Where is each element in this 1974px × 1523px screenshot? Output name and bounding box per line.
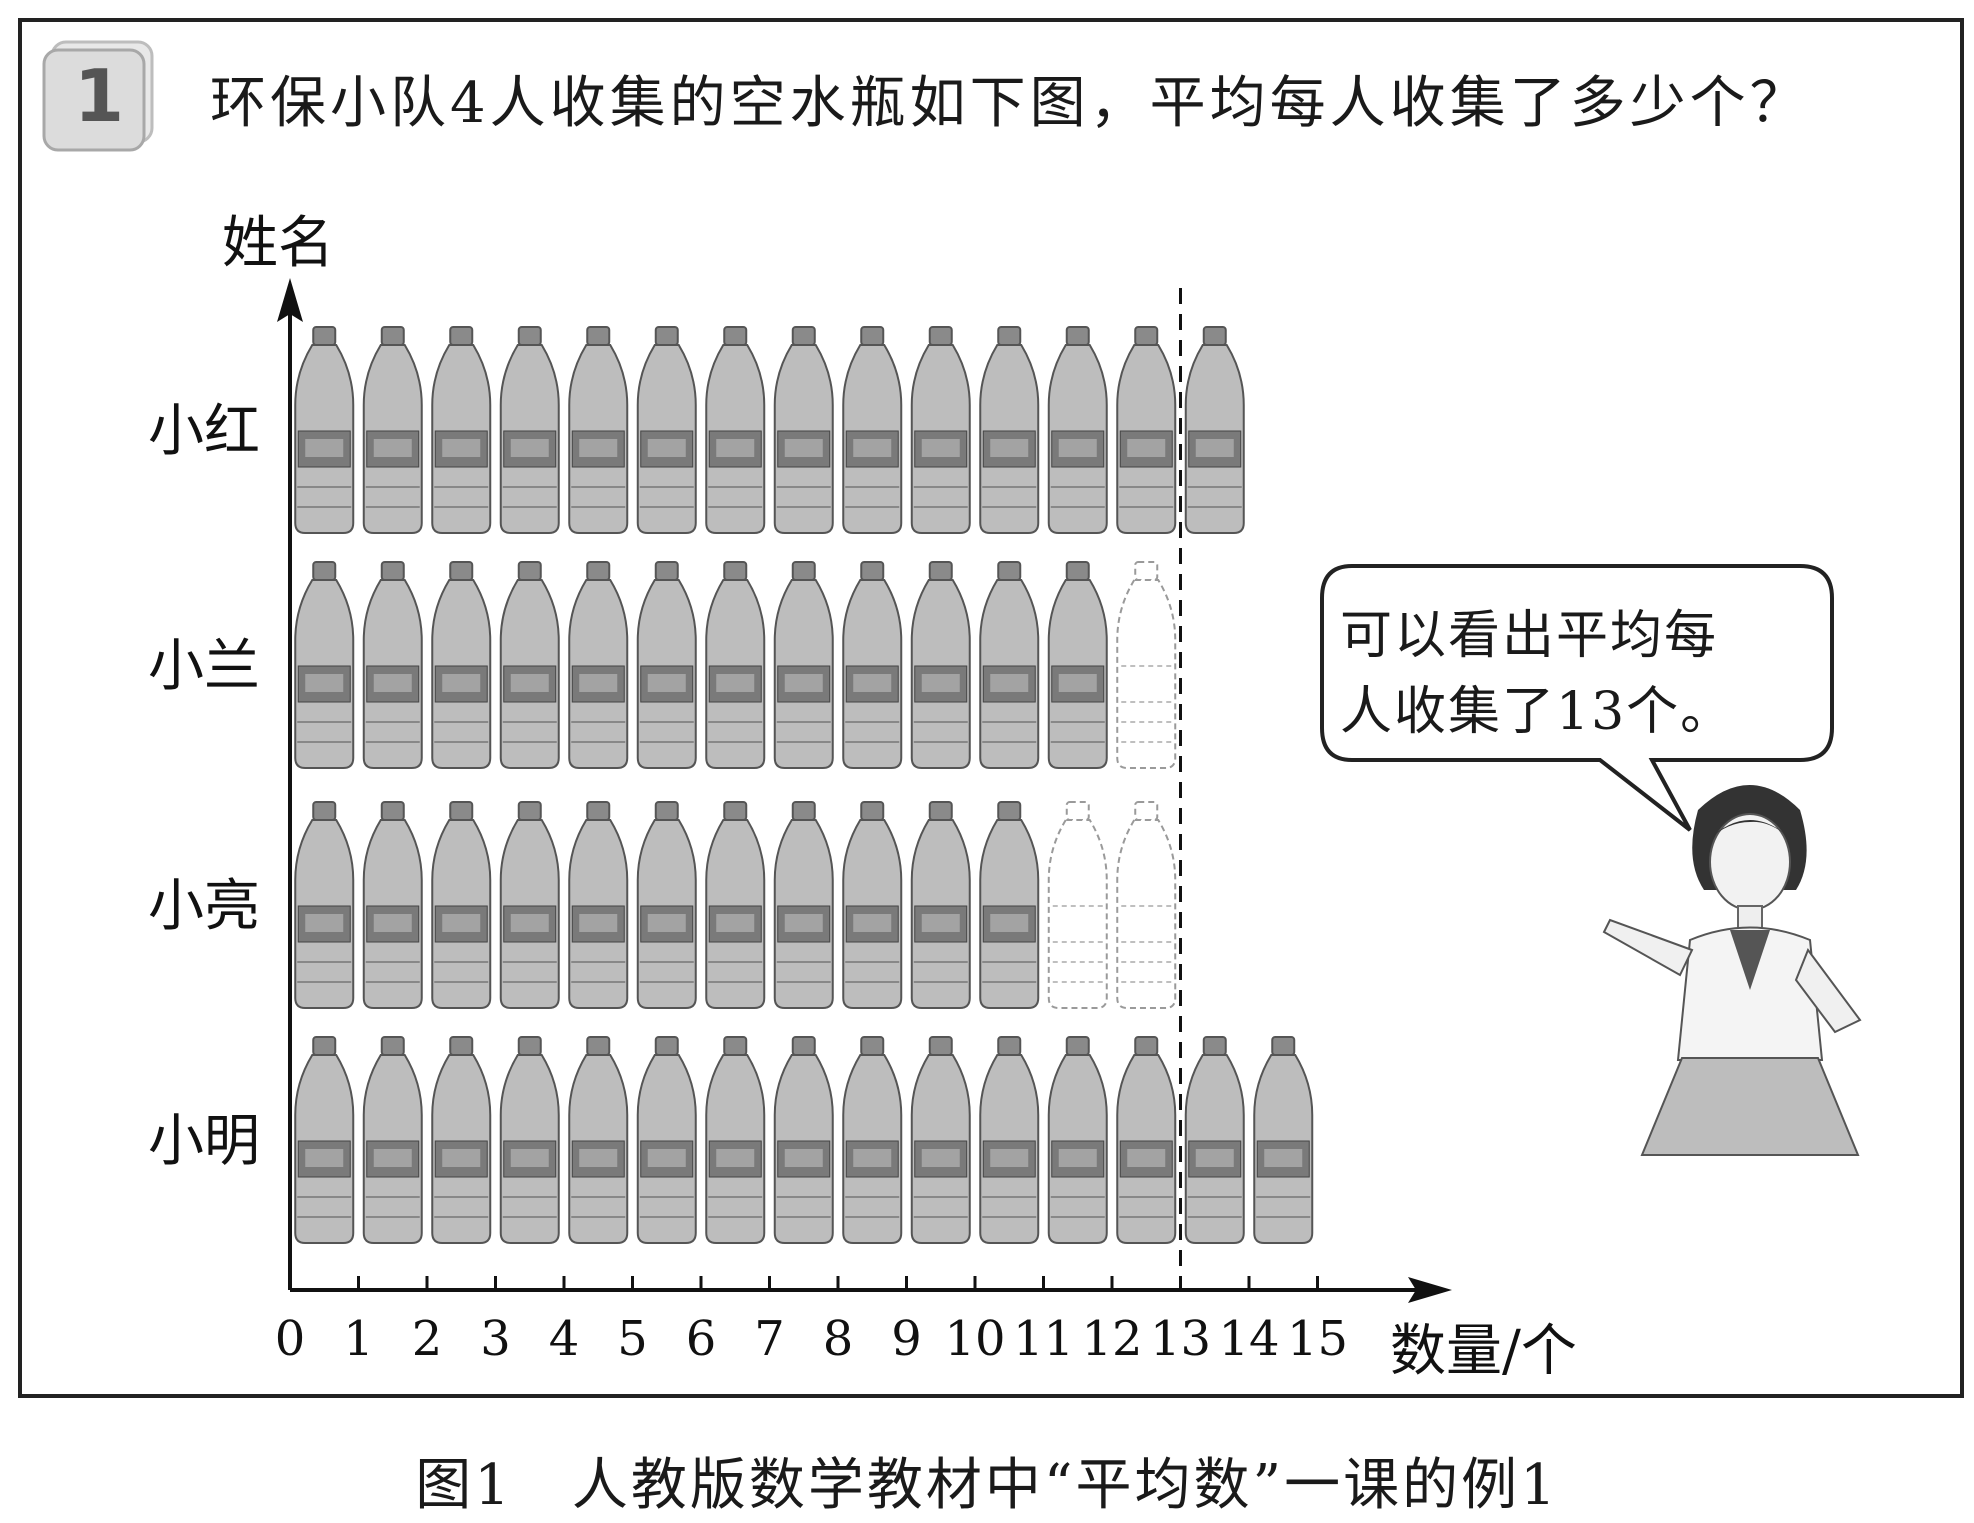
- category-label: 小明: [148, 1109, 260, 1174]
- bottle-4-6: [636, 1036, 697, 1244]
- category-label: 小亮: [148, 874, 260, 939]
- x-tick-label: 13: [1150, 1311, 1211, 1367]
- speech-bubble-text: 可以看出平均每 人收集了13个。: [1340, 598, 1800, 750]
- bottle-4-13: [1116, 1036, 1177, 1244]
- bar-row-1: [294, 326, 1245, 534]
- y-axis-arrow: [277, 278, 303, 322]
- ghost-bottle-3-13: [1116, 801, 1177, 1009]
- speech-line-2: 人收集了13个。: [1340, 682, 1735, 742]
- ghost-bottle-2-13: [1116, 561, 1177, 769]
- bottle-3-10: [910, 801, 971, 1009]
- bottle-4-7: [705, 1036, 766, 1244]
- bar-row-2: [294, 561, 1177, 769]
- x-tick-label: 8: [823, 1311, 854, 1367]
- x-axis-label: 数量/个: [1390, 1319, 1577, 1384]
- bottle-4-12: [1047, 1036, 1108, 1244]
- x-axis-arrow: [1408, 1277, 1452, 1303]
- bottle-4-14: [1184, 1036, 1245, 1244]
- x-tick-label: 9: [891, 1311, 922, 1367]
- bottle-1-5: [568, 326, 629, 534]
- bottle-2-1: [294, 561, 355, 769]
- bottle-1-11: [979, 326, 1040, 534]
- bottle-2-5: [568, 561, 629, 769]
- bottle-2-12: [1047, 561, 1108, 769]
- bottle-1-12: [1047, 326, 1108, 534]
- bottle-3-4: [499, 801, 560, 1009]
- bottle-3-5: [568, 801, 629, 1009]
- bottle-1-2: [362, 326, 423, 534]
- x-tick-label: 10: [944, 1311, 1005, 1367]
- bottle-1-6: [636, 326, 697, 534]
- bottle-4-10: [910, 1036, 971, 1244]
- bottle-4-9: [842, 1036, 903, 1244]
- bottle-4-11: [979, 1036, 1040, 1244]
- bottle-3-1: [294, 801, 355, 1009]
- bottle-4-1: [294, 1036, 355, 1244]
- bottle-3-3: [431, 801, 492, 1009]
- category-label: 小兰: [148, 634, 260, 699]
- example-number-badge: [42, 40, 154, 152]
- bottle-4-4: [499, 1036, 560, 1244]
- x-tick-label: 5: [617, 1311, 648, 1367]
- bottle-3-11: [979, 801, 1040, 1009]
- y-axis-label: 姓名: [222, 211, 334, 276]
- bottle-1-4: [499, 326, 560, 534]
- bottle-4-5: [568, 1036, 629, 1244]
- bottle-2-6: [636, 561, 697, 769]
- bottle-2-8: [773, 561, 834, 769]
- x-tick-label: 1: [343, 1311, 374, 1367]
- bottle-2-11: [979, 561, 1040, 769]
- bottle-3-6: [636, 801, 697, 1009]
- x-tick-label: 2: [412, 1311, 443, 1367]
- bottle-1-1: [294, 326, 355, 534]
- x-tick-label: 0: [275, 1311, 306, 1367]
- bottle-1-8: [773, 326, 834, 534]
- x-tick-label: 4: [549, 1311, 580, 1367]
- category-label: 小红: [148, 399, 260, 464]
- bottle-4-2: [362, 1036, 423, 1244]
- bottle-3-7: [705, 801, 766, 1009]
- ghost-bottle-3-12: [1047, 801, 1108, 1009]
- speech-bubble: [1320, 564, 1834, 832]
- bottle-1-14: [1184, 326, 1245, 534]
- x-tick-label: 3: [480, 1311, 511, 1367]
- bottle-2-7: [705, 561, 766, 769]
- bottle-2-3: [431, 561, 492, 769]
- bottle-1-9: [842, 326, 903, 534]
- girl-illustration: [1602, 785, 1862, 1156]
- bottle-1-3: [431, 326, 492, 534]
- bottle-4-3: [431, 1036, 492, 1244]
- x-tick-label: 15: [1287, 1311, 1348, 1367]
- bottle-4-15: [1253, 1036, 1314, 1244]
- bottle-4-8: [773, 1036, 834, 1244]
- x-tick-label: 6: [686, 1311, 717, 1367]
- question-text: 环保小队4人收集的空水瓶如下图，平均每人收集了多少个？: [210, 71, 1810, 136]
- bottle-3-2: [362, 801, 423, 1009]
- bottle-2-9: [842, 561, 903, 769]
- bottle-1-13: [1116, 326, 1177, 534]
- x-tick-label: 11: [1013, 1311, 1074, 1367]
- x-tick-label: 12: [1081, 1311, 1142, 1367]
- x-tick-label: 7: [754, 1311, 785, 1367]
- bottle-3-8: [773, 801, 834, 1009]
- x-tick-label: 14: [1218, 1311, 1279, 1367]
- speech-line-1: 可以看出平均每: [1340, 606, 1719, 666]
- bottle-2-2: [362, 561, 423, 769]
- figure-caption: 图1 人教版数学教材中“平均数”一课的例1: [415, 1453, 1559, 1518]
- bottle-2-4: [499, 561, 560, 769]
- bar-row-3: [294, 801, 1177, 1009]
- example-number: 1: [73, 54, 125, 138]
- bottle-1-10: [910, 326, 971, 534]
- bottle-2-10: [910, 561, 971, 769]
- bottle-1-7: [705, 326, 766, 534]
- bar-row-4: [294, 1036, 1314, 1244]
- bottle-3-9: [842, 801, 903, 1009]
